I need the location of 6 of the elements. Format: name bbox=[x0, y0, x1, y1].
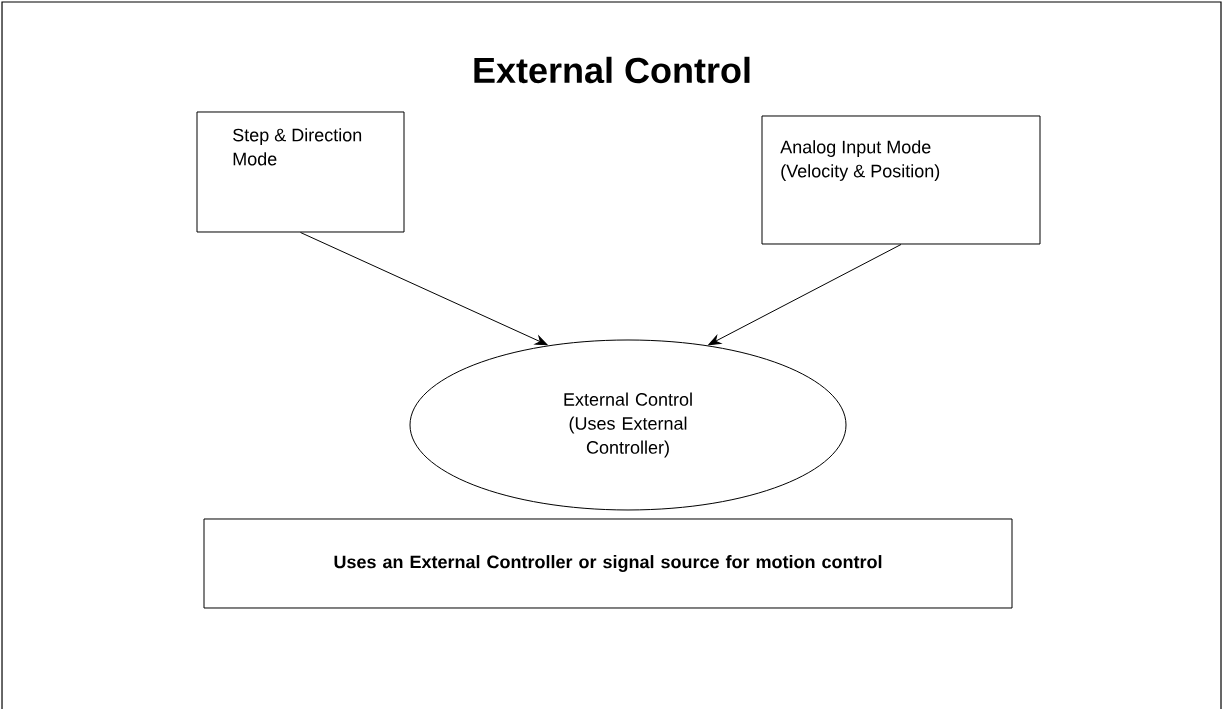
process-box: Step & Direction Mode bbox=[196, 111, 405, 233]
title: External Control bbox=[474, 56, 750, 84]
arrow bbox=[708, 244, 902, 346]
process-box: Analog Input Mode (Velocity & Position) bbox=[761, 115, 1041, 245]
arrow bbox=[300, 232, 548, 346]
note-box: Uses an External Controller or signal source for motion control bbox=[203, 518, 1013, 609]
